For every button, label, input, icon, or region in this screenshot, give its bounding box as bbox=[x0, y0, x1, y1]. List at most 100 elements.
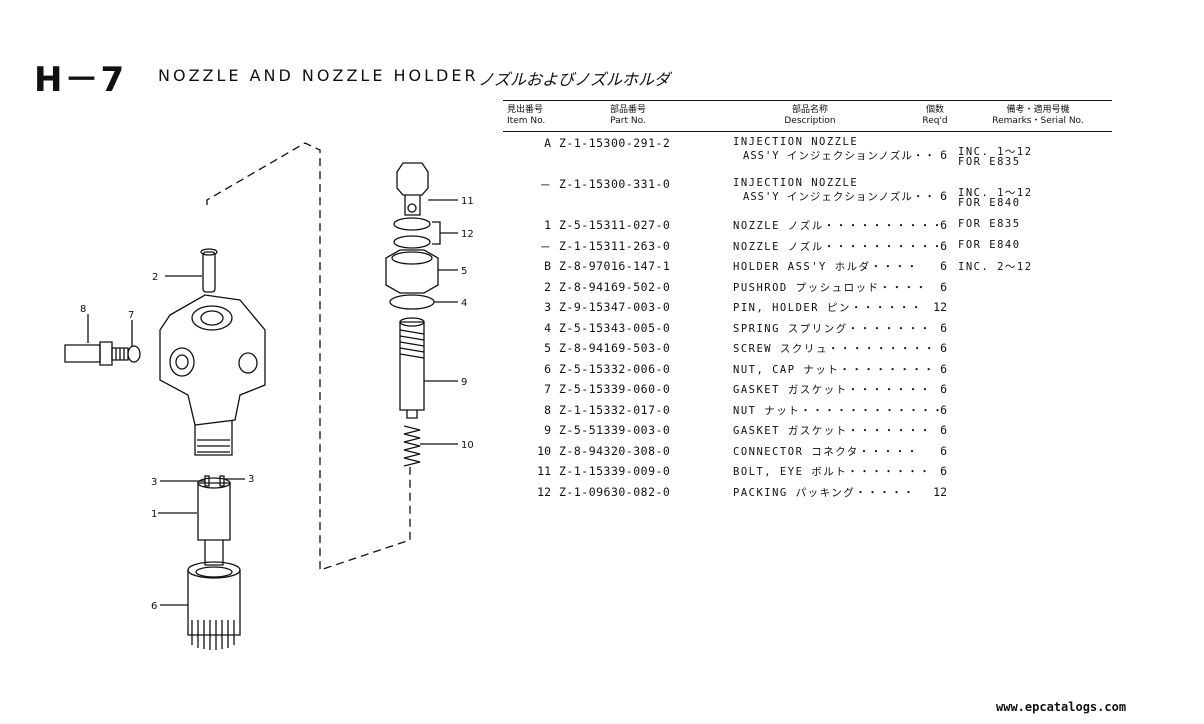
remarks-cell: FOR E840 bbox=[958, 238, 1021, 251]
packing-ring-upper bbox=[393, 217, 431, 231]
callout-label: 10 bbox=[461, 440, 474, 451]
description-cell: GASKET ガスケット・・・・・・・ bbox=[733, 425, 932, 437]
callout-label: 1 bbox=[151, 509, 157, 520]
description-cell: SCREW スクリュ・・・・・・・・・ bbox=[733, 343, 936, 355]
nozzle-holder-body bbox=[159, 294, 266, 456]
part-no-cell: Z-1-15332-017-0 bbox=[559, 402, 671, 417]
reqd-cell: 12 bbox=[933, 484, 947, 499]
description-cell: PIN, HOLDER ピン・・・・・・ bbox=[733, 302, 923, 314]
reqd-cell: 6 bbox=[940, 423, 947, 437]
part-no-cell: Z-8-94169-503-0 bbox=[559, 341, 671, 355]
reqd-cell: 6 bbox=[940, 443, 947, 458]
description-cell: HOLDER ASS'Y ホルダ・・・・ bbox=[733, 261, 919, 273]
item-no-cell: 9 bbox=[544, 423, 551, 437]
description-cell-line2: ASS'Y インジェクションノズル・・ bbox=[743, 191, 936, 203]
footer-url: www.epcatalogs.com bbox=[996, 700, 1127, 714]
item-no-cell: － bbox=[539, 178, 552, 192]
remarks-cell-line2: FOR E835 bbox=[958, 156, 1021, 168]
part-no-cell: Z-5-15339-060-0 bbox=[559, 382, 671, 396]
callout-label: 2 bbox=[152, 272, 158, 283]
table-row: 5 Z-8-94169-503-0 SCREW スクリュ・・・・・・・・・ 6 bbox=[503, 341, 1112, 362]
item-no-cell: 4 bbox=[544, 320, 551, 335]
part-no-cell: Z-1-15339-009-0 bbox=[559, 464, 671, 478]
item-no-cell: 3 bbox=[544, 300, 551, 314]
table-row: － Z-1-15300-331-0 INJECTION NOZZLE ASS'Y イン… bbox=[503, 177, 1112, 218]
callout-label: 4 bbox=[461, 298, 467, 309]
packing-ring-lower bbox=[393, 235, 431, 249]
item-no-cell: 12 bbox=[537, 484, 551, 499]
item-no-cell: A bbox=[544, 136, 551, 150]
item-no-cell: 5 bbox=[544, 341, 551, 355]
callout-label: 12 bbox=[461, 229, 474, 240]
description-cell: PUSHROD プッシュロッド・・・・ bbox=[733, 281, 928, 294]
remarks-cell: INC. 1～12 bbox=[958, 146, 1033, 158]
remarks-cell: INC. 1～12 bbox=[958, 187, 1033, 199]
nozzle-part bbox=[197, 475, 231, 566]
part-no-cell: Z-1-09630-082-0 bbox=[559, 484, 671, 499]
callout-label: 3 bbox=[151, 477, 157, 488]
callout-label: 11 bbox=[461, 196, 474, 207]
remarks-cell: INC. 2～12 bbox=[958, 261, 1033, 273]
assembly-dash-line bbox=[206, 142, 411, 571]
pushrod-part bbox=[200, 248, 218, 293]
part-no-cell: Z-5-15332-006-0 bbox=[559, 361, 671, 376]
reqd-cell: 6 bbox=[940, 259, 947, 273]
item-no-cell: 1 bbox=[544, 218, 551, 232]
remarks-cell-line2: FOR E840 bbox=[958, 197, 1021, 209]
reqd-cell: 6 bbox=[940, 341, 947, 355]
description-cell-line2: ASS'Y インジェクションノズル・・ bbox=[743, 150, 936, 162]
part-no-cell: Z-1-15300-291-2 bbox=[559, 136, 671, 150]
callout-label: 5 bbox=[461, 266, 467, 277]
table-row: 6 Z-5-15332-006-0 NUT, CAP ナット・・・・・・・・ 6 bbox=[503, 362, 1112, 383]
item-no-cell: 2 bbox=[544, 279, 551, 294]
reqd-cell: 6 bbox=[940, 320, 947, 335]
reqd-cell: 6 bbox=[940, 218, 947, 232]
item-no-cell: 7 bbox=[544, 382, 551, 396]
page-title-japanese: ノズルおよびノズルホルダ bbox=[478, 70, 671, 89]
reqd-cell: 6 bbox=[940, 464, 947, 478]
reqd-cell: 12 bbox=[933, 300, 947, 314]
description-cell: PACKING パッキング・・・・・ bbox=[733, 486, 916, 499]
gasket-ring-9 bbox=[127, 345, 141, 363]
page-title: NOZZLE AND NOZZLE HOLDER bbox=[158, 66, 479, 85]
part-no-cell: Z-5-51339-003-0 bbox=[559, 423, 671, 437]
reqd-cell: 6 bbox=[940, 361, 947, 376]
item-no-cell: 6 bbox=[544, 361, 551, 376]
nut-cap-part bbox=[385, 249, 439, 294]
callout-label: 6 bbox=[151, 601, 157, 612]
item-no-cell: － bbox=[539, 239, 552, 254]
description-cell: INJECTION NOZZLE bbox=[733, 177, 859, 189]
eye-bolt-part bbox=[396, 162, 429, 216]
description-cell: INJECTION NOZZLE bbox=[733, 136, 859, 148]
item-no-cell: 11 bbox=[537, 464, 551, 478]
callout-label: 9 bbox=[461, 377, 467, 388]
part-no-cell: Z-9-15347-003-0 bbox=[559, 300, 671, 314]
part-no-cell: Z-1-15300-331-0 bbox=[559, 177, 671, 191]
description-cell: NOZZLE ノズル・・・・・・・・・・ bbox=[733, 220, 944, 232]
spring-part bbox=[403, 425, 421, 467]
remarks-cell: FOR E835 bbox=[958, 218, 1021, 230]
reqd-cell: 6 bbox=[940, 189, 947, 203]
part-no-cell: Z-8-94320-308-0 bbox=[559, 443, 671, 458]
description-cell: NUT, CAP ナット・・・・・・・・ bbox=[733, 363, 936, 376]
cap-nut-part bbox=[187, 561, 241, 650]
part-no-cell: Z-5-15311-027-0 bbox=[559, 218, 671, 232]
description-cell: NUT ナット・・・・・・・・・・・・ bbox=[733, 404, 945, 417]
part-no-cell: Z-5-15343-005-0 bbox=[559, 320, 671, 335]
